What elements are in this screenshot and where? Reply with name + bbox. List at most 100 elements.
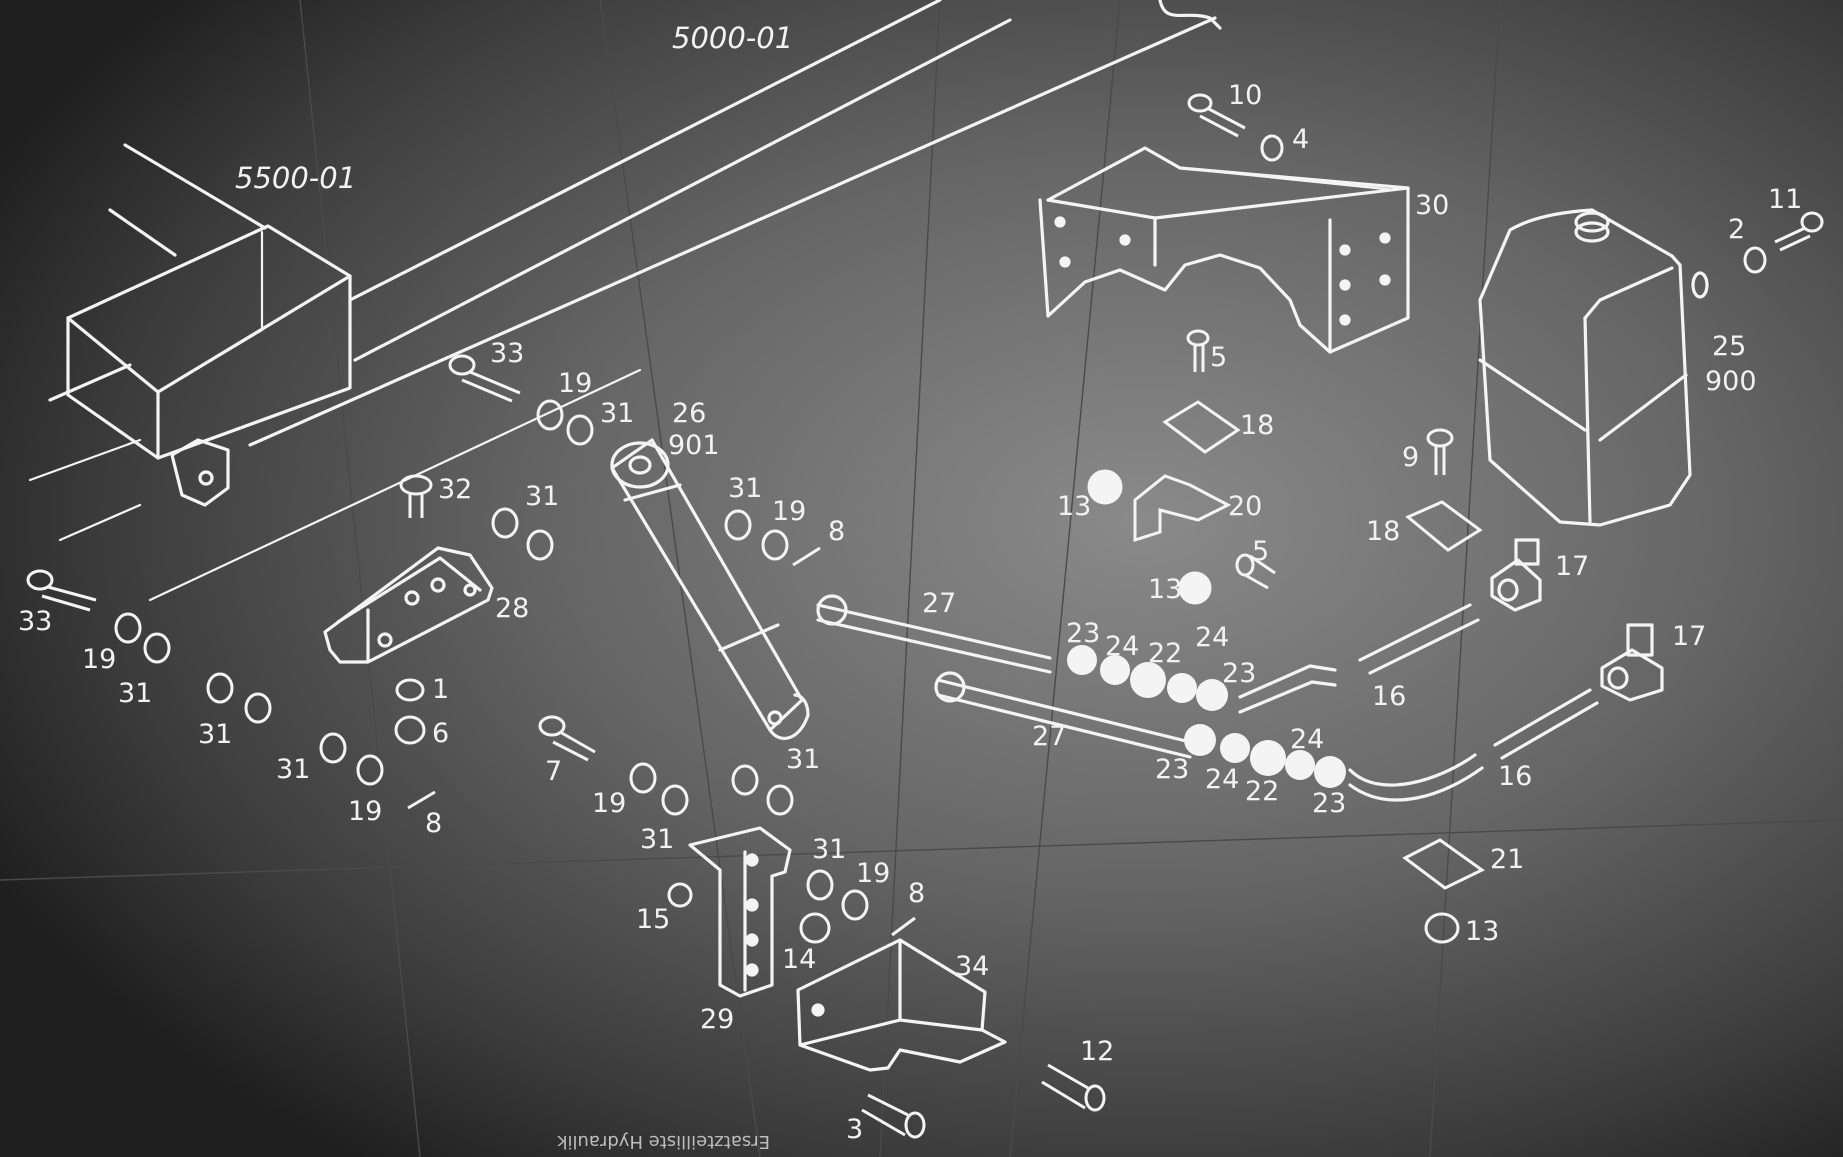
- pin-8c: [891, 916, 916, 937]
- part-labels: 5000-01 5500-01 33 19 31 26 901 32 31 28…: [18, 21, 1802, 1145]
- bolt-33-upper: [448, 354, 521, 403]
- label-22: 22: [1148, 638, 1182, 669]
- label-901: 901: [668, 430, 720, 461]
- label-30: 30: [1415, 190, 1449, 221]
- label-19: 19: [592, 788, 626, 819]
- label-31: 31: [786, 744, 820, 775]
- bolt-9: [1426, 428, 1454, 475]
- label-31: 31: [640, 824, 674, 855]
- label-7: 7: [545, 756, 562, 787]
- bracket-29: [688, 826, 792, 998]
- bolt-3: [861, 1093, 926, 1139]
- crossmember-5500-01: [48, 143, 352, 507]
- label-6: 6: [432, 718, 449, 749]
- label-2: 2: [1728, 214, 1745, 245]
- label-10: 10: [1228, 80, 1262, 111]
- label-31: 31: [198, 719, 232, 750]
- label-5: 5: [1252, 536, 1269, 567]
- label-1: 1: [432, 674, 449, 705]
- ball-13b: [1178, 571, 1212, 605]
- fitting-17-lower: [1600, 623, 1664, 702]
- hydraulic-line-27-upper: [816, 594, 1480, 714]
- label-27: 27: [1032, 721, 1066, 752]
- label-34: 34: [955, 951, 989, 982]
- label-8: 8: [828, 516, 845, 547]
- label-900: 900: [1705, 366, 1757, 397]
- bolt-7: [538, 715, 596, 762]
- label-24: 24: [1290, 724, 1324, 755]
- clamp-21: [1402, 838, 1485, 890]
- hydraulic-cylinder-26-901: [610, 438, 810, 740]
- nut-15: [667, 882, 693, 908]
- label-24: 24: [1105, 631, 1139, 662]
- label-8: 8: [425, 808, 442, 839]
- bracket-30: [1038, 146, 1410, 354]
- label-18: 18: [1240, 410, 1274, 441]
- bracket-28: [323, 546, 494, 664]
- tank-25-900: [1478, 208, 1709, 527]
- label-19: 19: [82, 644, 116, 675]
- clamp-18-upper: [1162, 400, 1241, 454]
- bolt-12: [1041, 1063, 1106, 1112]
- label-31: 31: [525, 481, 559, 512]
- bolt-5-lower: [1235, 553, 1276, 590]
- nut-1: [395, 678, 425, 702]
- label-31: 31: [600, 398, 634, 429]
- label-32: 32: [438, 474, 472, 505]
- pin-8b: [407, 790, 436, 810]
- cap-13c: [1424, 912, 1460, 944]
- label-12: 12: [1080, 1036, 1114, 1067]
- label-31: 31: [728, 473, 762, 504]
- label-9: 9: [1402, 442, 1419, 473]
- pin-8a: [792, 546, 821, 567]
- fitting-17-upper: [1490, 538, 1542, 612]
- label-31: 31: [276, 754, 310, 785]
- bracket-34: [796, 938, 1007, 1072]
- label-29: 29: [700, 1004, 734, 1035]
- label-27: 27: [922, 588, 956, 619]
- label-21: 21: [1490, 844, 1524, 875]
- label-31: 31: [812, 834, 846, 865]
- bolt-5-upper: [1186, 329, 1210, 372]
- label-17: 17: [1555, 551, 1589, 582]
- frame-rails: [28, 0, 1222, 602]
- ball-13a: [1087, 469, 1123, 505]
- label-23: 23: [1312, 788, 1346, 819]
- label-16: 16: [1498, 761, 1532, 792]
- label-23: 23: [1155, 754, 1189, 785]
- label-18: 18: [1366, 516, 1400, 547]
- label-20: 20: [1228, 491, 1262, 522]
- label-23: 23: [1222, 658, 1256, 689]
- washers: [114, 134, 1767, 921]
- assembly-label-crossmember: 5500-01: [235, 161, 356, 195]
- label-3: 3: [846, 1114, 863, 1145]
- label-4: 4: [1292, 124, 1309, 155]
- label-19: 19: [772, 496, 806, 527]
- hydraulic-line-27-lower: [934, 671, 1599, 802]
- bolt-11: [1774, 211, 1824, 252]
- spacer-6: [394, 715, 426, 745]
- label-28: 28: [495, 593, 529, 624]
- label-19: 19: [856, 858, 890, 889]
- label-33: 33: [18, 606, 52, 637]
- label-33: 33: [490, 338, 524, 369]
- label-22: 22: [1245, 776, 1279, 807]
- label-24: 24: [1205, 764, 1239, 795]
- label-17: 17: [1672, 621, 1706, 652]
- label-19: 19: [558, 368, 592, 399]
- assembly-label-frame: 5000-01: [672, 21, 793, 55]
- label-24: 24: [1195, 622, 1229, 653]
- ball-14: [799, 912, 831, 944]
- label-16: 16: [1372, 681, 1406, 712]
- bolt-33-lower: [26, 569, 97, 612]
- label-25: 25: [1712, 331, 1746, 362]
- label-23: 23: [1066, 618, 1100, 649]
- label-14: 14: [782, 944, 816, 975]
- bracket-20: [1133, 474, 1232, 543]
- label-11: 11: [1768, 184, 1802, 215]
- label-5: 5: [1210, 342, 1227, 373]
- label-31: 31: [118, 678, 152, 709]
- bolt-32: [399, 474, 433, 518]
